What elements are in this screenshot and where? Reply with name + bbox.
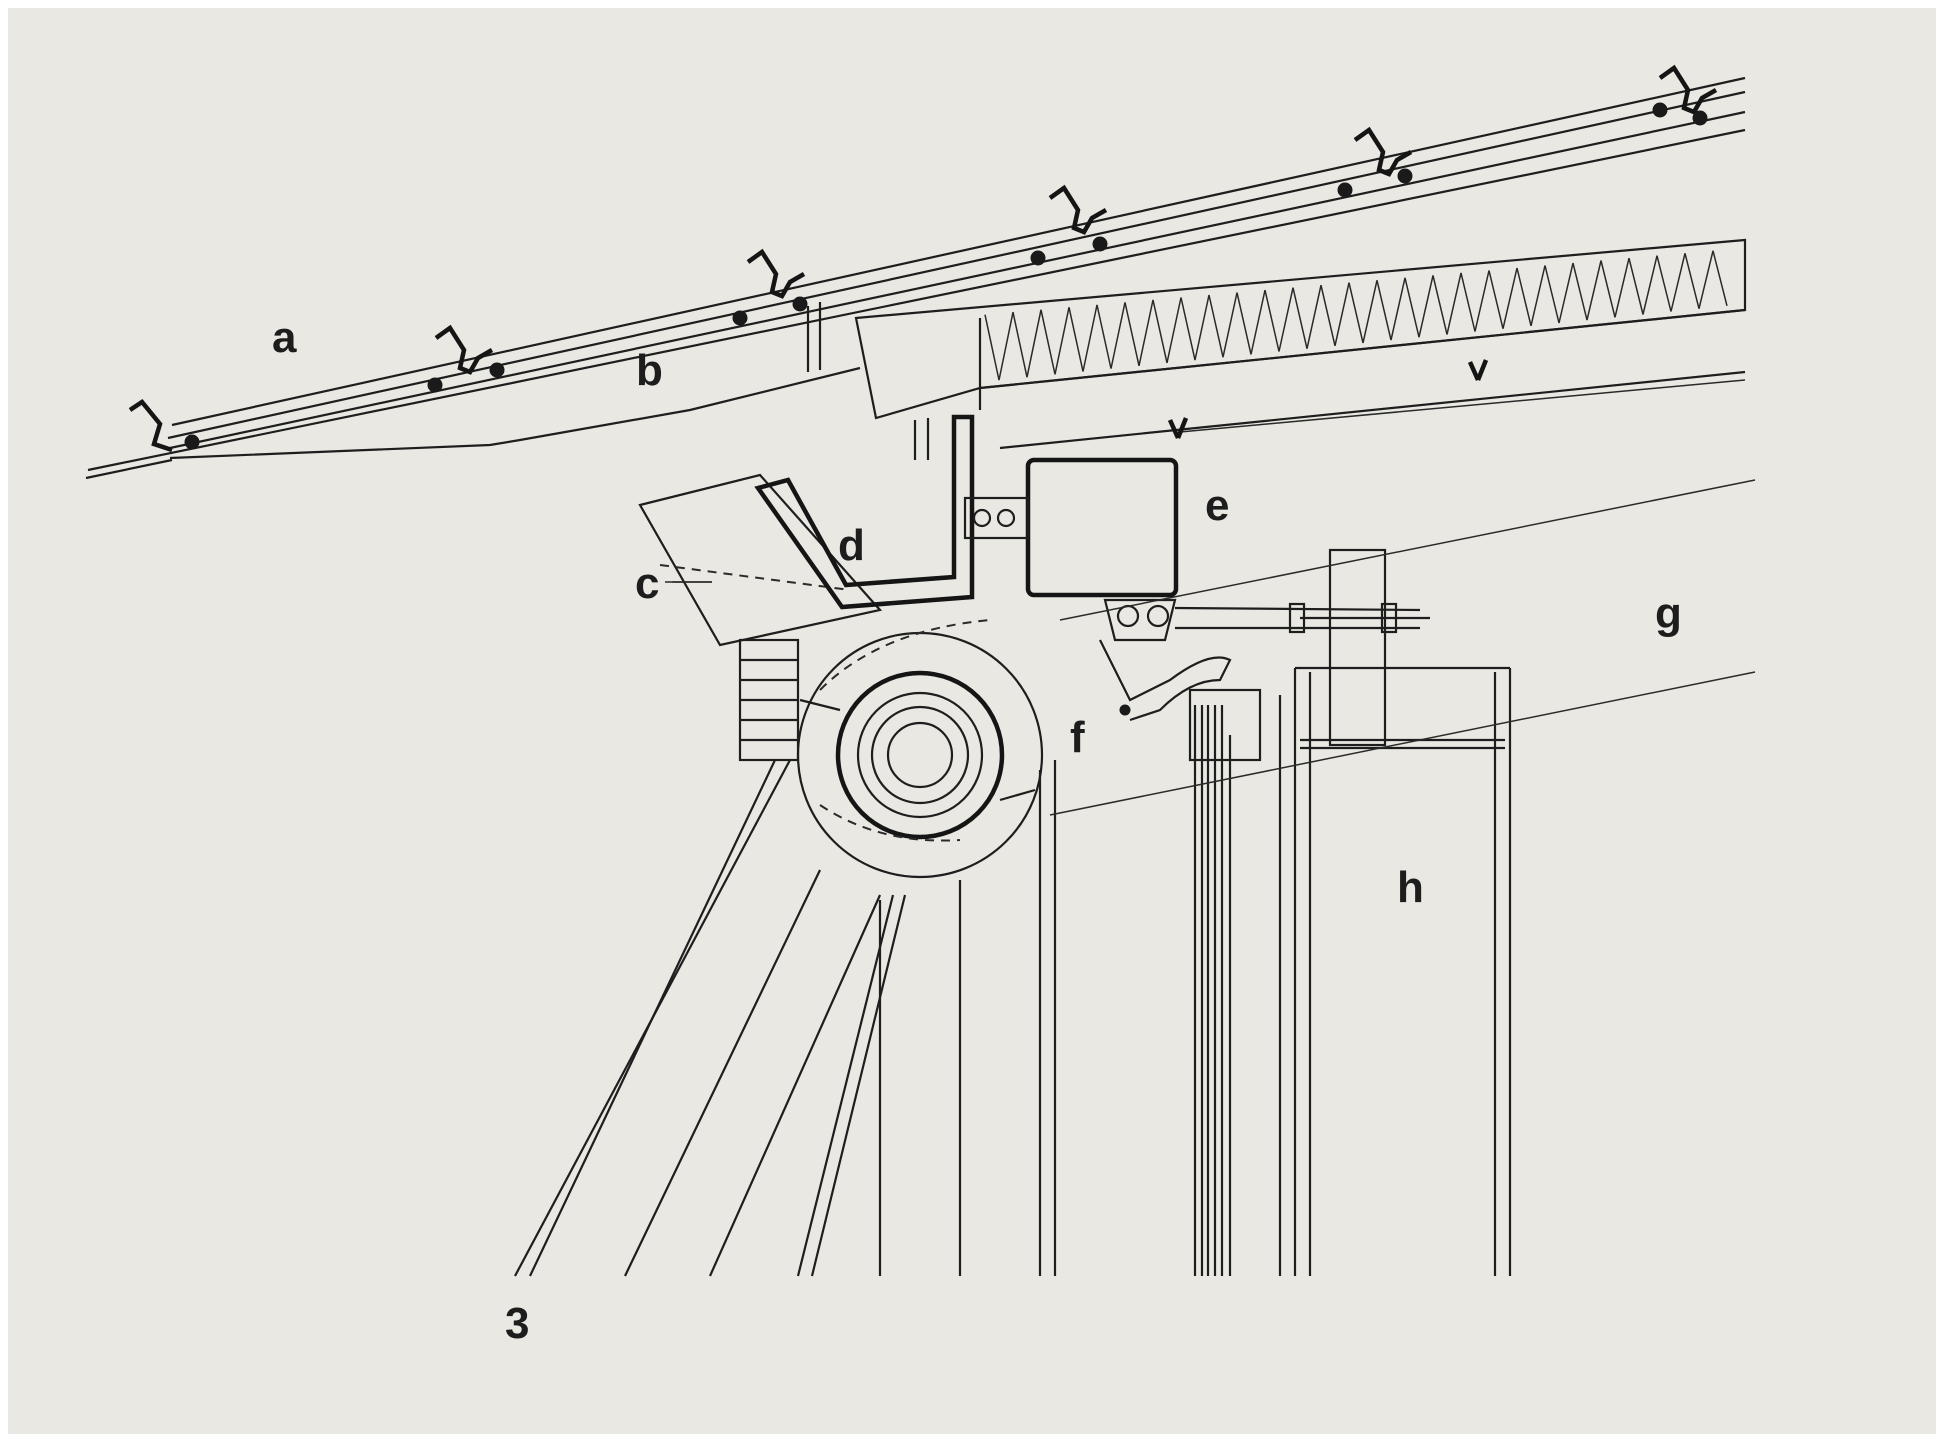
label-b: b [636,346,663,395]
label-g: g [1655,589,1682,638]
label-a: a [272,313,297,362]
bracket-box [963,457,1421,722]
label-h: h [1397,863,1424,912]
insulated-beam [854,238,1747,450]
label-c: c [635,559,659,608]
glazing-mullions [1188,688,1282,1276]
roof-panels [85,64,1746,480]
panel-clips [128,64,1718,453]
struts [514,759,1057,1277]
post-and-column [1288,548,1512,1276]
label-f: f [1070,713,1085,762]
labels: a b c d e f g h 3 [272,313,1682,1348]
column-node [738,619,1044,879]
guide-lines [1049,479,1756,816]
label-d: d [838,521,865,570]
label-e: e [1205,481,1229,530]
label-3: 3 [505,1299,529,1348]
